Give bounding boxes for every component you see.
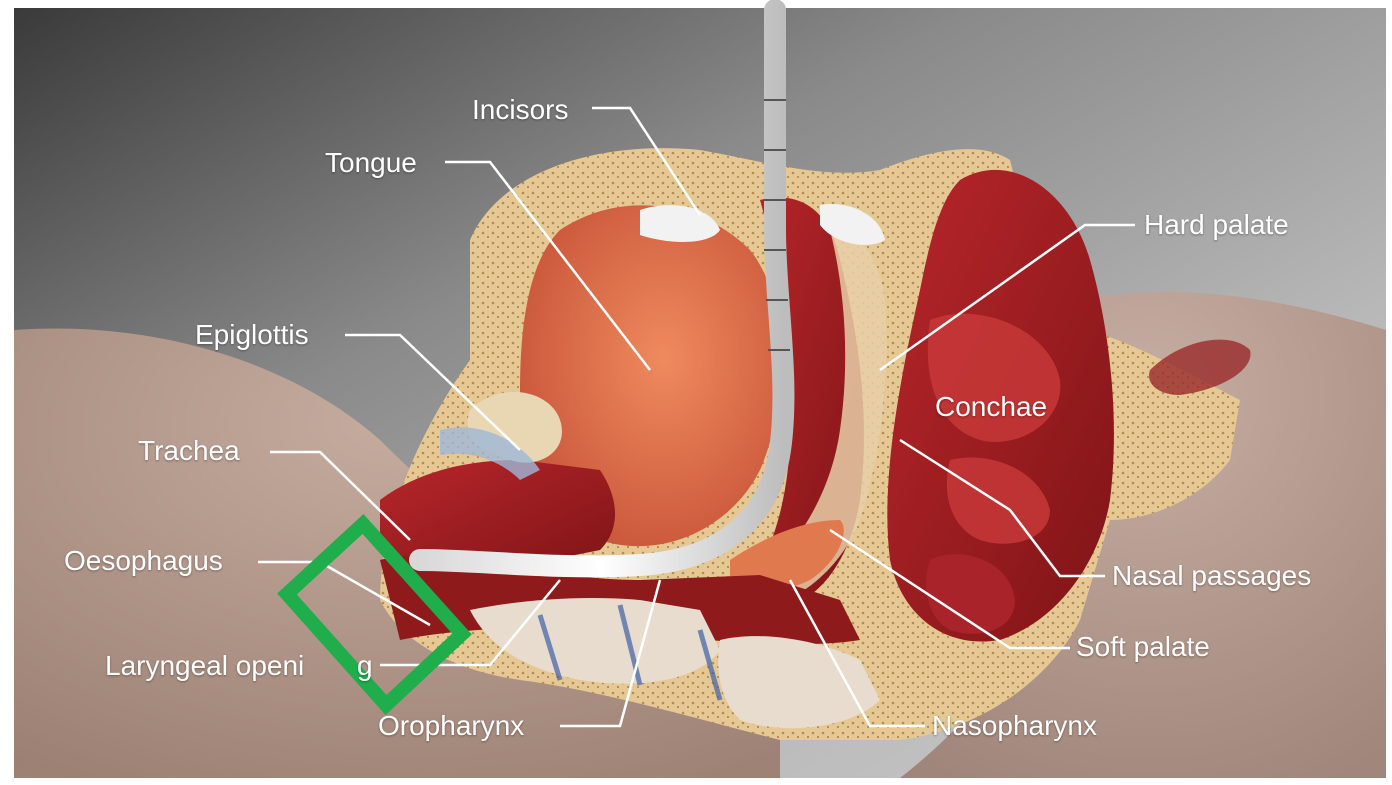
label-nasopharynx: Nasopharynx xyxy=(932,711,1097,741)
label-trachea: Trachea xyxy=(138,436,240,466)
label-soft-palate: Soft palate xyxy=(1076,632,1210,662)
label-tongue: Tongue xyxy=(325,148,417,178)
label-oropharynx: Oropharynx xyxy=(378,711,524,741)
label-epiglottis: Epiglottis xyxy=(195,320,309,350)
label-laryngeal-opening-tail: g xyxy=(357,651,373,681)
label-laryngeal-opening: Laryngeal openi xyxy=(105,651,304,681)
label-nasal-passages: Nasal passages xyxy=(1112,561,1311,591)
label-incisors: Incisors xyxy=(472,95,568,125)
label-hard-palate: Hard palate xyxy=(1144,210,1289,240)
label-conchae: Conchae xyxy=(935,392,1047,422)
label-oesophagus: Oesophagus xyxy=(64,546,223,576)
